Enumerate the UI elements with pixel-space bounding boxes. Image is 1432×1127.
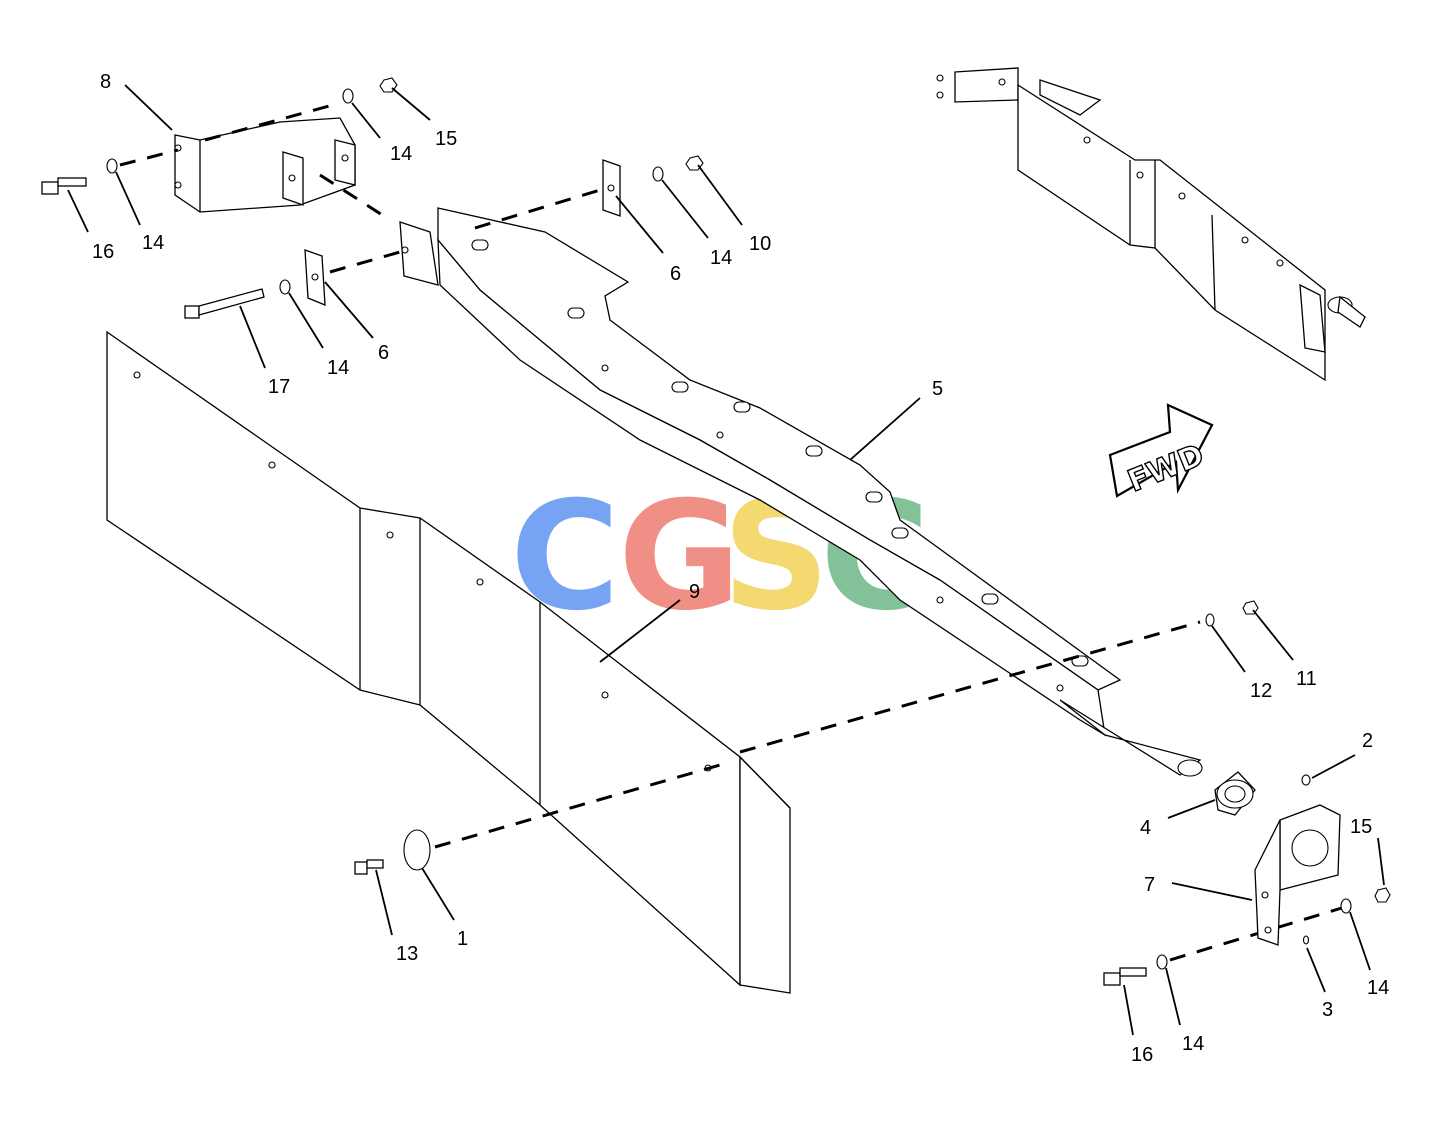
callout-2: 2 xyxy=(1362,730,1373,752)
bushing-4 xyxy=(1214,771,1256,816)
callout-8: 8 xyxy=(100,71,111,93)
callout-6-lower: 6 xyxy=(378,342,389,364)
nut-15-lower xyxy=(1374,887,1391,903)
callout-10: 10 xyxy=(749,233,771,255)
callout-14-top: 14 xyxy=(390,143,412,165)
callout-15-top: 15 xyxy=(435,128,457,150)
washer-14-bottom xyxy=(1156,954,1168,970)
callout-14-bottom: 14 xyxy=(1182,1033,1204,1055)
beam-end-bracket xyxy=(399,221,439,286)
callout-4: 4 xyxy=(1140,817,1151,839)
main-beam xyxy=(399,207,1203,777)
callout-15-right: 15 xyxy=(1350,816,1372,838)
callout-14-lower-left: 14 xyxy=(327,357,349,379)
callout-14-right: 14 xyxy=(1367,977,1389,999)
panel-end-flange xyxy=(739,755,791,994)
bracket-7 xyxy=(1254,804,1341,946)
washer-14-lower xyxy=(279,279,291,295)
watermark-letter-g: G xyxy=(618,470,741,644)
pin-3 xyxy=(1302,935,1310,945)
callout-9: 9 xyxy=(689,581,700,603)
inset-overview xyxy=(936,67,1366,382)
callout-13: 13 xyxy=(396,943,418,965)
callout-1: 1 xyxy=(457,928,468,950)
washer-14-mid xyxy=(652,166,664,182)
callout-labels: 8 14 15 16 14 6 14 10 17 14 6 5 9 12 11 … xyxy=(92,71,1389,1066)
washer-14-upper-left xyxy=(106,158,118,174)
bracket-8-body xyxy=(174,117,356,213)
assembly-centerlines xyxy=(119,101,1346,962)
bolt-16-lower xyxy=(1103,967,1147,986)
pillow-block-area xyxy=(1103,600,1391,986)
callout-14-left: 14 xyxy=(142,232,164,254)
washer-14-lower-right xyxy=(1340,898,1352,914)
callout-17: 17 xyxy=(268,376,290,398)
callout-12: 12 xyxy=(1250,680,1272,702)
washer-12 xyxy=(1205,613,1215,627)
callout-3: 3 xyxy=(1322,999,1333,1021)
fwd-arrow-shape xyxy=(1108,403,1214,498)
callout-6-upper: 6 xyxy=(670,263,681,285)
forward-direction-arrow: FWD xyxy=(1108,403,1214,500)
washer-2 xyxy=(1301,774,1311,786)
disc-1 xyxy=(403,829,431,871)
callout-14-mid: 14 xyxy=(710,247,732,269)
bolt-13 xyxy=(354,859,384,875)
beam-tube xyxy=(1059,699,1202,776)
callout-16-right: 16 xyxy=(1131,1044,1153,1066)
callout-16-left: 16 xyxy=(92,241,114,263)
callout-5: 5 xyxy=(932,378,943,400)
bolt-17 xyxy=(184,288,265,319)
callout-11: 11 xyxy=(1296,668,1317,690)
bracket-8 xyxy=(174,117,356,213)
washer-14-top xyxy=(342,88,354,104)
bolt-16-upper xyxy=(41,177,87,195)
fasteners-upper xyxy=(41,77,704,319)
callout-leaders xyxy=(67,84,1385,1036)
panel-assembly xyxy=(106,330,791,994)
callout-7: 7 xyxy=(1144,874,1155,896)
